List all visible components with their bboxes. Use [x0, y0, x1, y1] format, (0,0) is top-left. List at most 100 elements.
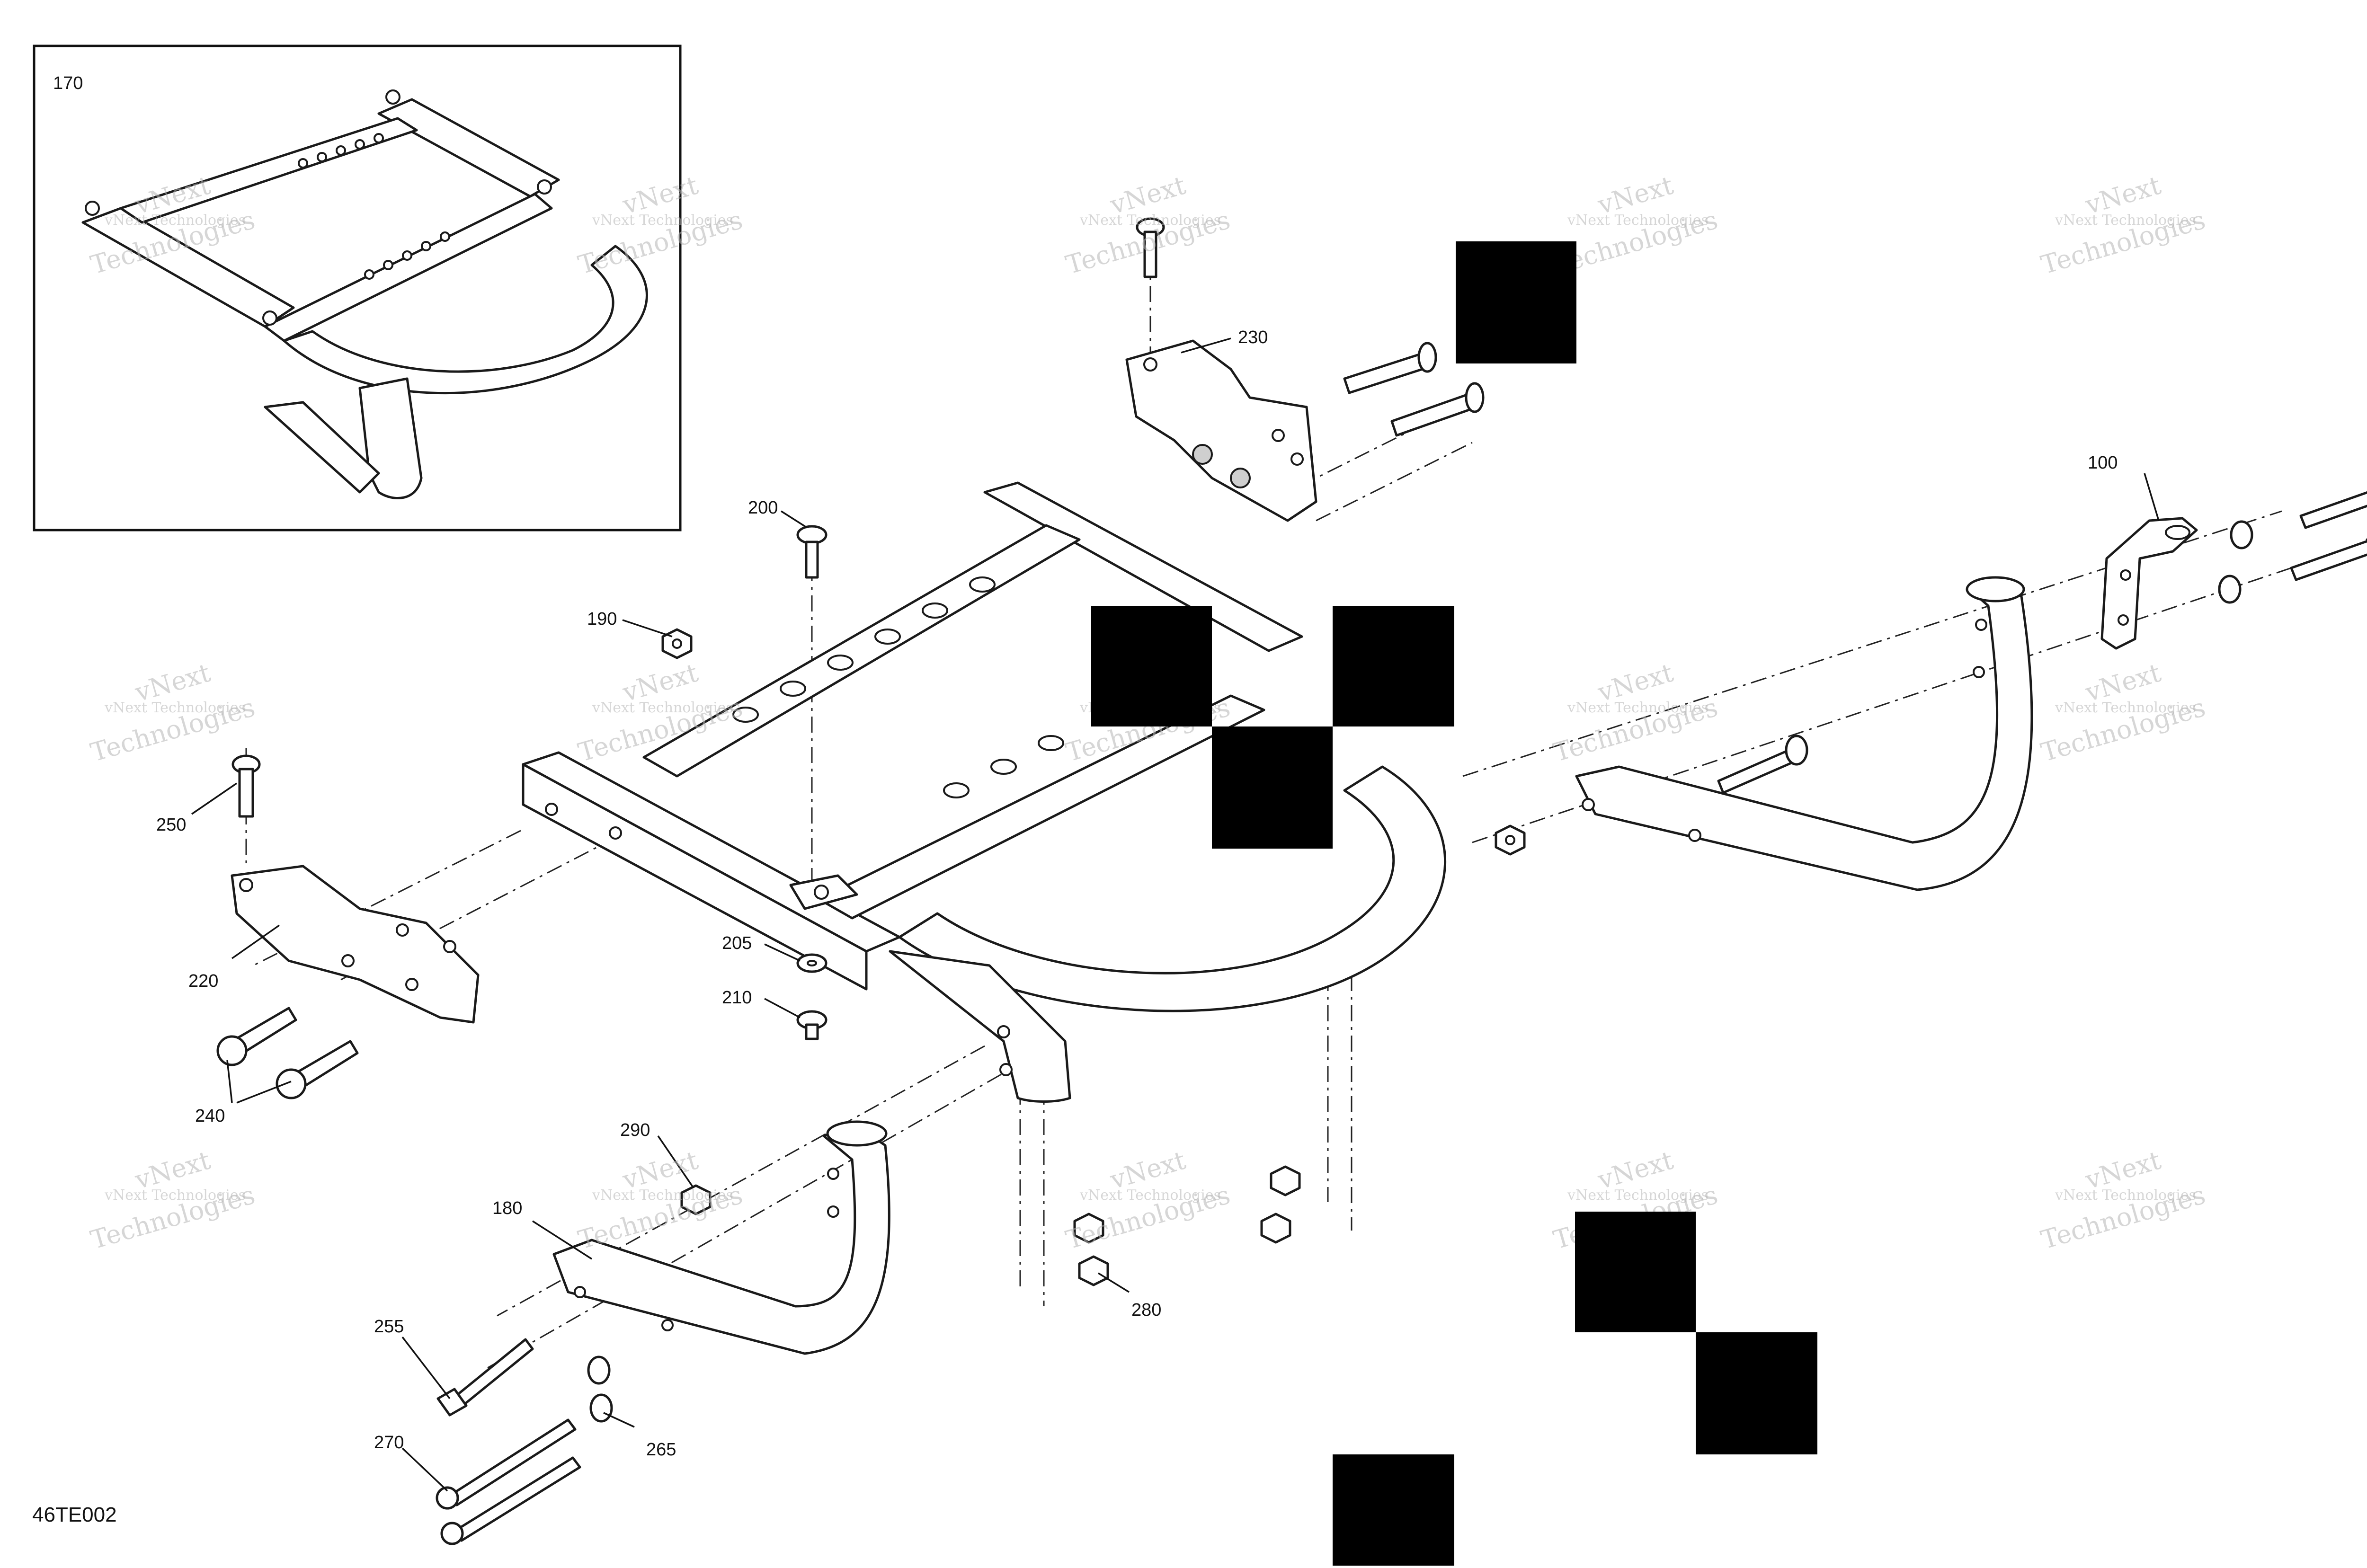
cross-bar-front	[642, 524, 1081, 778]
pins-upper-right	[1343, 342, 1485, 437]
bracket-hole	[999, 1063, 1013, 1076]
bracket-hole	[997, 1025, 1010, 1038]
inset-bolt	[537, 179, 552, 195]
right-leg-body	[1575, 581, 2033, 891]
watermark-line-middle: vNext Technologies	[2055, 700, 2196, 716]
watermark-line-middle: vNext Technologies	[1567, 1187, 1709, 1204]
callout-265: 265	[646, 1440, 676, 1460]
callout-290: 290	[620, 1120, 650, 1140]
watermark-line-middle: vNext Technologies	[1079, 212, 1221, 229]
center-plate-hole	[814, 885, 829, 900]
right-leg-tube	[1575, 576, 2033, 891]
bolt-255	[436, 1338, 534, 1417]
inset-foot-bar	[264, 401, 380, 494]
callout-180: 180	[492, 1198, 522, 1218]
redaction-blocks	[1091, 241, 1817, 1566]
callout-100: 100	[2088, 453, 2118, 473]
screw-210	[796, 1010, 828, 1040]
left-leg-tube-180	[552, 1120, 890, 1355]
inset-assembly-view: 170	[33, 44, 682, 532]
drawing-code: 46TE002	[32, 1503, 117, 1526]
bracket-230-body	[1125, 339, 1317, 522]
callout-230: 230	[1238, 328, 1268, 347]
inset-rack-drawing	[81, 89, 648, 499]
watermark-line-middle: vNext Technologies	[104, 212, 246, 229]
left-leg-body	[552, 1125, 890, 1355]
bracket-100	[2100, 517, 2198, 650]
callout-200: 200	[748, 498, 778, 518]
front-hoop	[898, 765, 1446, 1012]
main-rack-frame	[522, 481, 1446, 1103]
redaction-block	[1091, 606, 1212, 726]
screw-250	[231, 754, 261, 818]
nut-right-mid	[1495, 824, 1526, 856]
callout-210: 210	[722, 988, 752, 1008]
bracket-220-body	[231, 865, 480, 1024]
cross-bar-holes	[732, 576, 1064, 798]
inset-hoop	[283, 245, 648, 395]
rail-hole	[545, 803, 558, 816]
inset-top-rail	[377, 98, 560, 198]
back-rail-tube	[983, 481, 1303, 652]
bracket-230	[1125, 339, 1317, 522]
callout-270: 270	[374, 1433, 404, 1453]
watermark-line-middle: vNext Technologies	[2055, 212, 2196, 229]
watermark-line-middle: vNext Technologies	[592, 700, 733, 716]
watermark-line-middle: vNext Technologies	[1079, 1187, 1221, 1204]
nut-290	[680, 1184, 712, 1215]
lower-leg-bracket	[889, 950, 1071, 1103]
redaction-block	[1333, 1454, 1454, 1566]
left-rail-side	[522, 763, 868, 991]
watermark-line-middle: vNext Technologies	[104, 700, 246, 716]
nuts-280	[1073, 1165, 1301, 1286]
inset-callout-label: 170	[53, 73, 83, 93]
washers-right	[2218, 520, 2253, 604]
bolts-right-long	[2290, 491, 2367, 581]
rail-hole	[609, 826, 622, 840]
bolts-270	[436, 1418, 581, 1545]
redaction-block	[1575, 1212, 1696, 1332]
bolts-240	[216, 1007, 359, 1099]
left-rail-tube	[522, 751, 901, 953]
watermark-line-middle: vNext Technologies	[1567, 212, 1709, 229]
watermark-line-middle: vNext Technologies	[592, 212, 733, 229]
washer-205	[796, 953, 828, 973]
redaction-block	[1456, 241, 1576, 363]
redaction-block	[1333, 606, 1454, 726]
callout-labels: 1001801902002052102202302402502552652702…	[156, 328, 2118, 1460]
inset-bolt	[85, 201, 100, 216]
watermark-line-middle: vNext Technologies	[592, 1187, 733, 1204]
cross-bar-rear	[818, 694, 1265, 920]
screw-top-230	[1136, 217, 1165, 278]
watermark-line-middle: vNext Technologies	[2055, 1187, 2196, 1204]
inset-bolt	[385, 89, 400, 105]
nut-190	[661, 628, 693, 659]
bracket-220	[231, 865, 480, 1024]
callout-240: 240	[195, 1106, 225, 1126]
inset-rail-holes	[298, 133, 450, 280]
inset-bolt	[262, 310, 277, 326]
redaction-block	[1212, 726, 1333, 849]
washers-265	[587, 1355, 613, 1423]
inset-cross-bar-1	[119, 117, 418, 224]
inset-leg	[358, 377, 423, 499]
bolt-right-mid	[1717, 735, 1808, 794]
callout-190: 190	[587, 609, 617, 629]
callout-280: 280	[1131, 1300, 1161, 1320]
callout-205: 205	[722, 933, 752, 953]
callout-250: 250	[156, 815, 186, 835]
fastener-200	[796, 525, 828, 579]
watermark-line-middle: vNext Technologies	[1567, 700, 1709, 716]
callout-220: 220	[188, 971, 218, 991]
watermark-line-middle: vNext Technologies	[104, 1187, 246, 1204]
